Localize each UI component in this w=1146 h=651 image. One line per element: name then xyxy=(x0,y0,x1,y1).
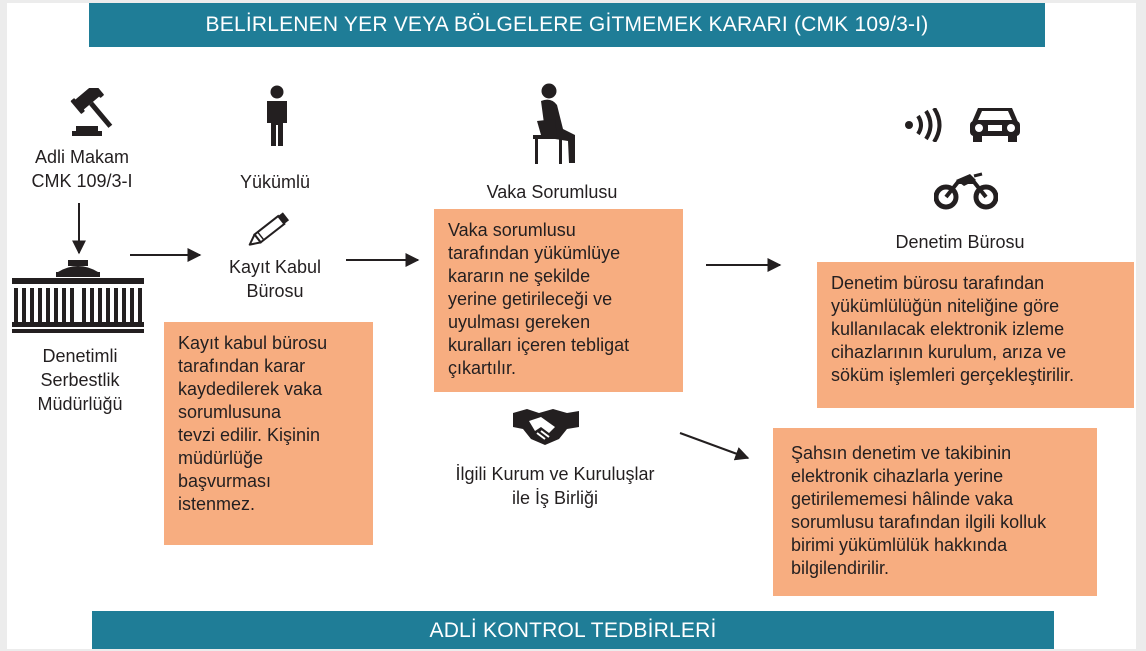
courthouse-icon xyxy=(12,260,144,333)
arrow-cooperation-to-police xyxy=(679,432,750,461)
pencil-icon xyxy=(248,212,290,246)
obligee-label: Yükümlü xyxy=(239,172,311,192)
car-icon xyxy=(970,108,1020,142)
supervision-box: Denetim bürosu tarafından yükümlülüğün n… xyxy=(817,262,1134,408)
case-officer-label: Vaka Sorumlusu xyxy=(486,182,618,202)
registry-office-label: Kayıt Kabul Bürosu xyxy=(228,257,322,301)
footer-banner: ADLİ KONTROL TEDBİRLERİ xyxy=(92,611,1054,649)
seated-person-icon xyxy=(533,83,575,164)
signal-icon xyxy=(905,108,942,142)
cooperation-label: İlgili Kurum ve Kuruluşlar ile İş Birliğ… xyxy=(455,464,655,508)
case-officer-box: Vaka sorumlusu tarafından yükümlüye kara… xyxy=(434,209,683,392)
judicial-authority-label: Adli Makam CMK 109/3-I xyxy=(31,147,133,191)
handshake-icon xyxy=(513,409,579,445)
police-notification-box: Şahsın denetim ve takibinin elektronik c… xyxy=(773,428,1097,596)
supervision-office-label: Denetim Bürosu xyxy=(895,232,1025,252)
gavel-icon xyxy=(70,88,113,136)
registry-box: Kayıt kabul bürosu tarafından karar kayd… xyxy=(164,322,373,545)
title-banner: BELİRLENEN YER VEYA BÖLGELERE GİTMEMEK K… xyxy=(89,3,1045,47)
person-icon xyxy=(267,85,287,146)
directorate-label: Denetimli Serbestlik Müdürlüğü xyxy=(37,346,123,414)
motorcycle-icon xyxy=(934,172,998,210)
